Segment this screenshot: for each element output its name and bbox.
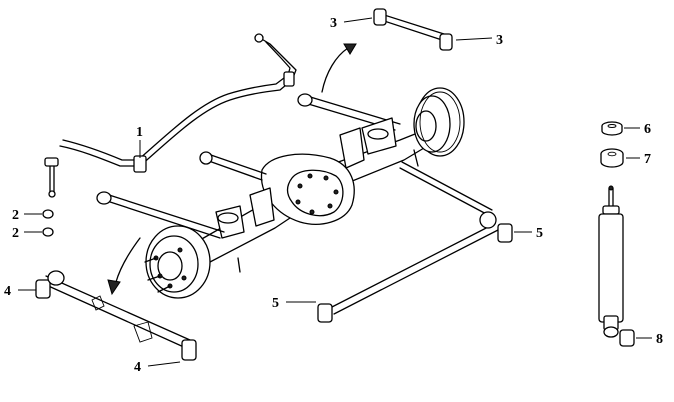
callout-8: 8 bbox=[656, 332, 663, 347]
bushing-7 bbox=[600, 148, 624, 168]
callout-4-lower: 4 bbox=[134, 360, 141, 375]
left-upper-arm bbox=[96, 151, 267, 239]
callout-4-upper: 4 bbox=[4, 284, 11, 299]
rear-axle-housing bbox=[199, 117, 425, 273]
callout-3-right: 3 bbox=[496, 33, 503, 48]
callout-2-upper: 2 bbox=[12, 208, 19, 223]
callout-5-left: 5 bbox=[272, 296, 279, 311]
callout-1: 1 bbox=[136, 125, 143, 140]
upper-control-arm-right bbox=[297, 8, 453, 131]
shock-absorber bbox=[598, 185, 635, 347]
callout-7: 7 bbox=[644, 152, 651, 167]
callout-5-right: 5 bbox=[536, 226, 543, 241]
callout-2-lower: 2 bbox=[12, 226, 19, 241]
stabilizer-bar bbox=[59, 33, 297, 173]
arrow-down bbox=[107, 237, 141, 296]
arrow-up bbox=[321, 43, 357, 93]
right-brake-drum bbox=[413, 87, 465, 157]
stabilizer-link bbox=[44, 157, 59, 198]
left-brake-drum bbox=[144, 225, 211, 299]
callout-6: 6 bbox=[644, 122, 651, 137]
bushing-2 bbox=[42, 209, 54, 237]
bushing-6 bbox=[601, 121, 623, 136]
leader-lines bbox=[18, 17, 652, 367]
callout-3-left: 3 bbox=[330, 16, 337, 31]
track-rod bbox=[317, 161, 513, 323]
lower-control-arm-left bbox=[35, 270, 197, 361]
